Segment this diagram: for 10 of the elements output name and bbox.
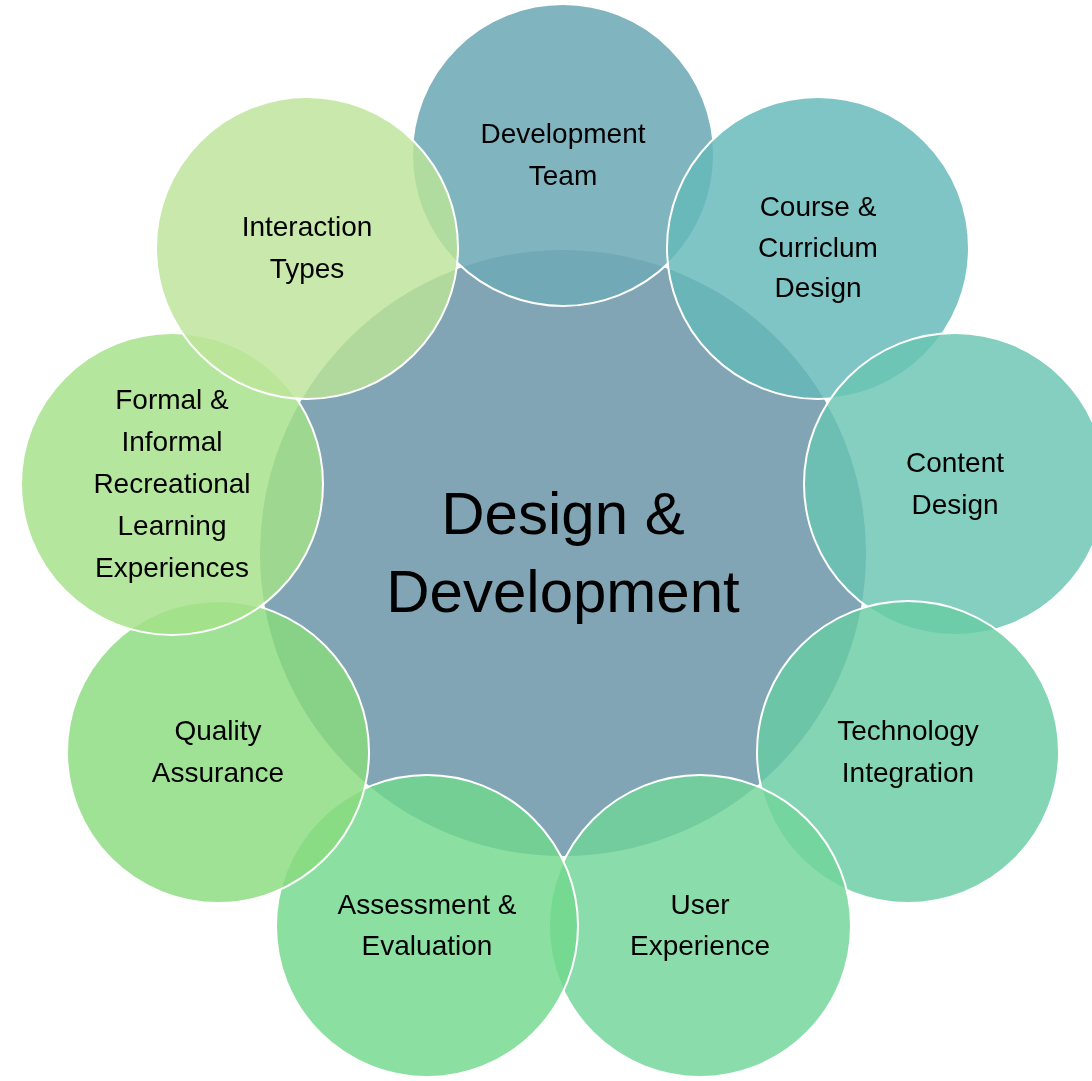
circle-label: User Experience [628,888,772,963]
circle-label: Technology Integration [836,714,980,790]
circle-label: Interaction Types [240,210,374,286]
circle-label: Assessment & Evaluation [336,888,518,963]
circle-label: Design & Development [385,479,741,627]
circle-label: Content Design [904,446,1006,522]
circle-label: Development Team [479,117,647,193]
circle-label: Formal & Informal Recreational Learning Experiences [92,383,252,585]
circle-label: Course & Curriclum Design [757,190,879,306]
circle-label: Quality Assurance [150,714,286,790]
